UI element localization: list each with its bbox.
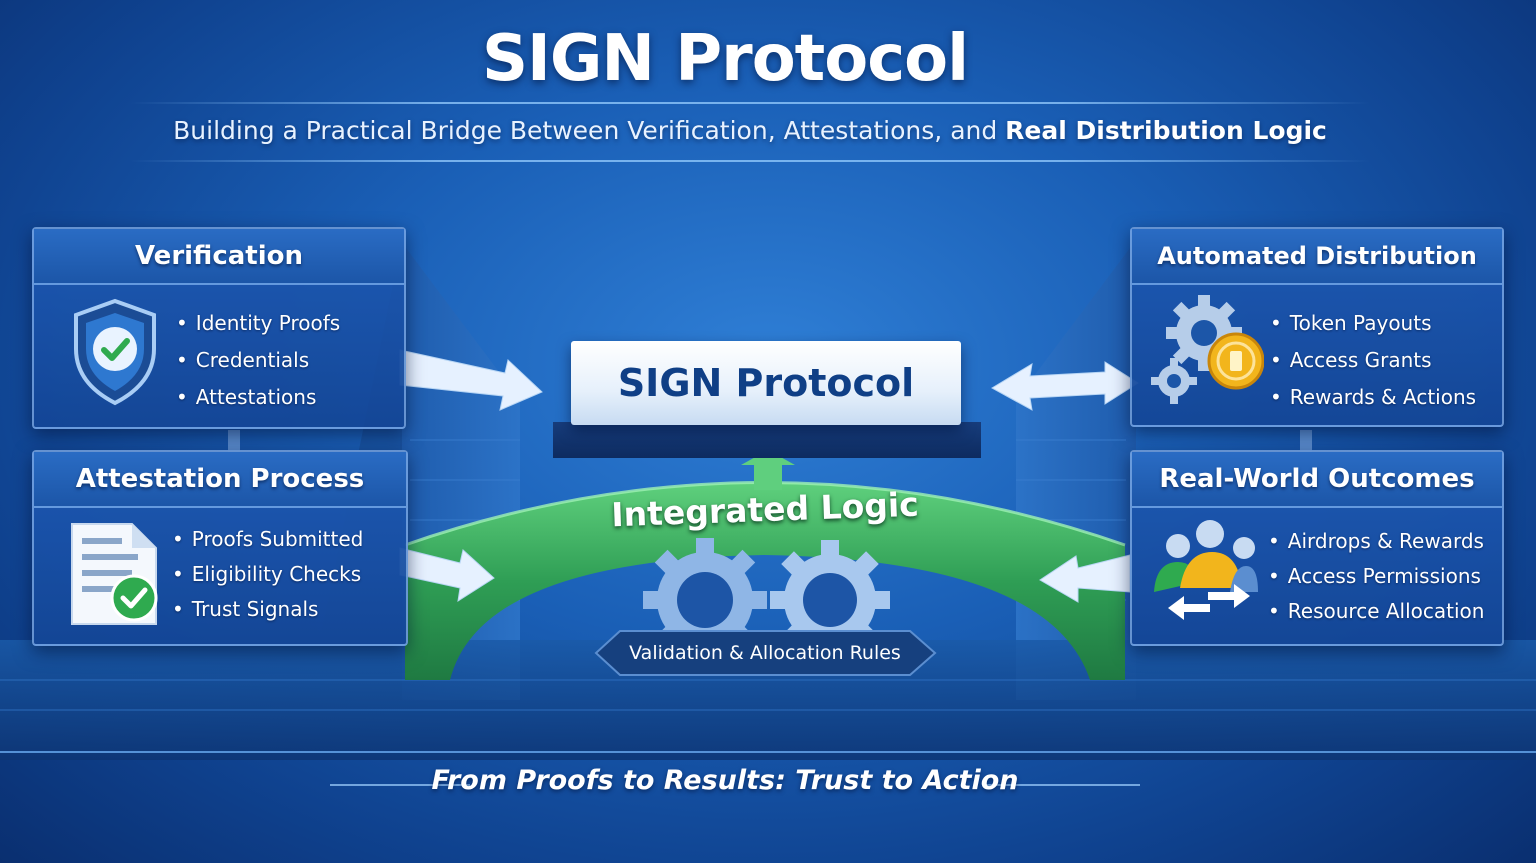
center-ledge — [553, 422, 981, 458]
list-item: Access Permissions — [1268, 559, 1484, 594]
bridge-arch — [405, 482, 1125, 680]
outcomes-title: Real-World Outcomes — [1132, 452, 1502, 508]
attestation-panel: Attestation Process Proofs Submitted Eli… — [32, 450, 408, 646]
page-subtitle: Building a Practical Bridge Between Veri… — [0, 116, 1500, 145]
list-item: Resource Allocation — [1268, 594, 1485, 629]
subtitle-emphasis: Real Distribution Logic — [1005, 116, 1327, 145]
shield-check-icon — [74, 298, 156, 406]
list-item: Attestations — [176, 379, 340, 416]
outcomes-panel: Real-World Outcomes Airdrops & Rewards A… — [1130, 450, 1504, 646]
rules-banner — [594, 630, 937, 676]
gears-coin-icon — [1151, 295, 1264, 404]
list-item: Identity Proofs — [176, 305, 340, 342]
list-item: Access Grants — [1270, 342, 1476, 379]
center-protocol-box: SIGN Protocol — [571, 341, 961, 425]
verification-title: Verification — [34, 229, 404, 285]
list-item: Token Payouts — [1270, 305, 1476, 342]
arrow-outcomes-to-bridge — [1039, 554, 1131, 603]
subtitle-text: Building a Practical Bridge Between Veri… — [173, 116, 1006, 145]
left-connector — [228, 430, 240, 452]
list-item: Eligibility Checks — [172, 557, 363, 592]
distribution-panel: Automated Distribution Token Payouts A — [1130, 227, 1504, 427]
header-divider-top — [130, 102, 1370, 104]
right-connector — [1300, 430, 1312, 452]
header-divider-bottom — [130, 160, 1370, 162]
document-check-icon — [71, 523, 158, 625]
distribution-list: Token Payouts Access Grants Rewards & Ac… — [1270, 305, 1476, 416]
list-item: Trust Signals — [172, 592, 363, 627]
attestation-title: Attestation Process — [34, 452, 406, 508]
list-item: Proofs Submitted — [172, 522, 364, 557]
outcomes-list: Airdrops & Rewards Access Permissions Re… — [1268, 524, 1485, 629]
verification-panel: Verification Identity Proofs Credentials… — [32, 227, 406, 429]
distribution-title: Automated Distribution — [1132, 229, 1502, 285]
flow-arrows — [399, 349, 1139, 603]
rules-label: Validation & Allocation Rules — [629, 642, 901, 664]
arrow-verification-to-center — [399, 349, 543, 411]
up-arrow — [741, 450, 795, 490]
list-item: Rewards & Actions — [1270, 379, 1476, 416]
list-item: Credentials — [176, 342, 340, 379]
list-item: Airdrops & Rewards — [1268, 524, 1484, 559]
arrow-attestation-to-bridge — [399, 547, 495, 603]
verification-list: Identity Proofs Credentials Attestations — [176, 305, 340, 416]
page-title: SIGN Protocol — [481, 22, 969, 96]
attestation-list: Proofs Submitted Eligibility Checks Trus… — [172, 522, 364, 627]
people-exchange-icon — [1154, 520, 1258, 620]
footer-tagline: From Proofs to Results: Trust to Action — [431, 765, 1019, 796]
